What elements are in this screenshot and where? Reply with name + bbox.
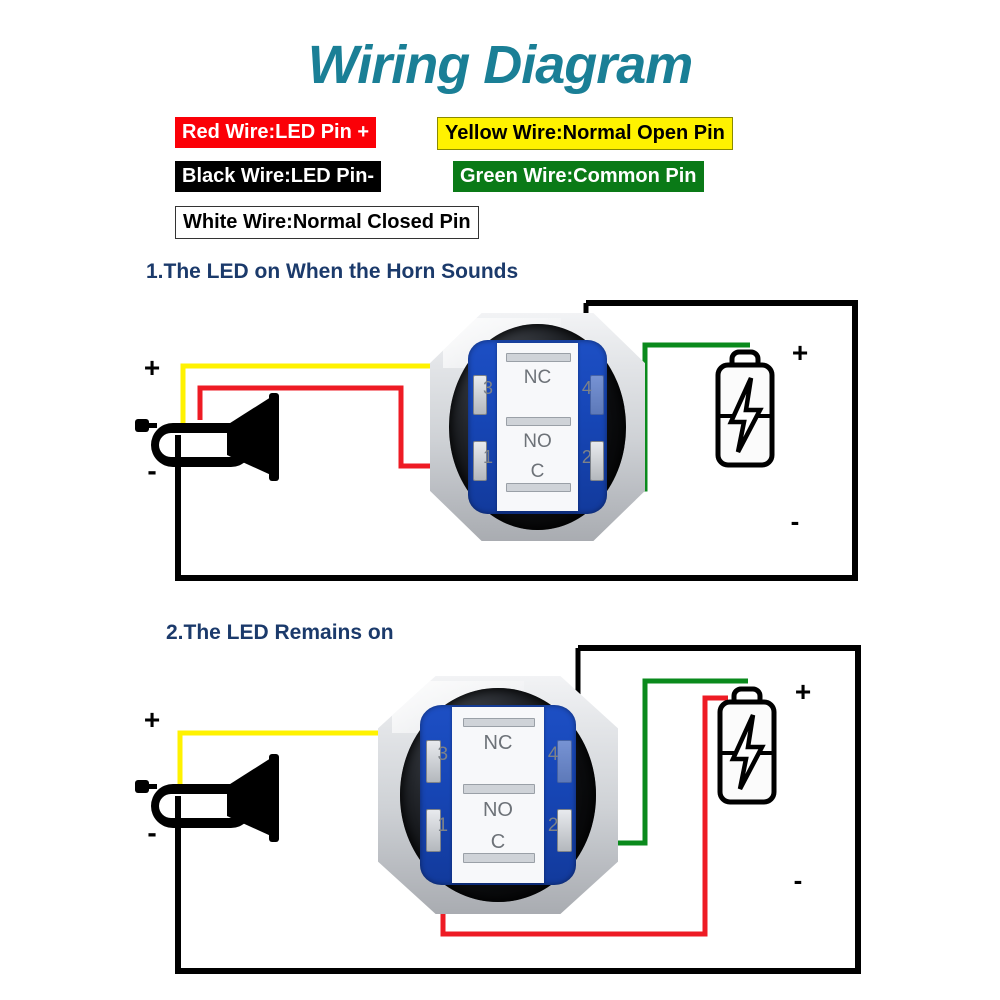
switch2-pin-number-1: 1 — [437, 815, 449, 837]
switch-label-plate-2: NC NO C — [452, 706, 544, 884]
switch2-pin-number-3: 3 — [437, 744, 449, 766]
switch-text-nc-1: NC — [523, 366, 552, 388]
horn-icon — [135, 393, 279, 481]
switch-side-terminal-2 — [590, 440, 604, 482]
switch2-pin-number-2: 2 — [547, 815, 559, 837]
switch-slot-c-2 — [463, 853, 535, 864]
horn-minus-label-2: - — [147, 817, 156, 848]
legend-chip-red-wire: Red Wire:LED Pin + — [175, 117, 377, 148]
switch-pin-number-3: 3 — [483, 378, 494, 399]
push-button-switch-1: NC NO C 3 4 1 2 — [430, 313, 645, 541]
horn-minus-label-1: - — [147, 455, 156, 486]
switch-label-plate-1: NC NO C — [496, 342, 579, 512]
horn-plus-label-1: + — [144, 352, 160, 383]
switch-slot-no-2 — [463, 784, 535, 795]
wiring-diagram-2: + - + - NC NO C 3 4 1 2 — [0, 636, 1000, 986]
battery-plus-label-2: + — [795, 676, 811, 707]
switch-slot-c-1 — [506, 482, 571, 493]
wiring-diagram-1: + - + - NC NO C 3 4 1 — [0, 280, 1000, 600]
switch-text-c-1: C — [530, 461, 545, 483]
switch-pin-number-1: 1 — [483, 446, 494, 467]
battery-minus-label-2: - — [794, 865, 803, 895]
switch2-text-c: C — [490, 830, 506, 853]
switch2-text-nc: NC — [483, 732, 513, 755]
switch2-side-terminal-4 — [556, 740, 572, 783]
switch-slot-nc-1 — [506, 352, 571, 363]
switch-text-no-1: NO — [523, 431, 552, 453]
battery-icon-1 — [715, 349, 775, 468]
switch2-side-terminal-3 — [426, 740, 442, 783]
switch2-pin-number-4: 4 — [547, 744, 559, 766]
switch-slot-no-1 — [506, 416, 571, 427]
red-wire-led-plus-1 — [197, 385, 489, 489]
page-title: Wiring Diagram — [307, 35, 694, 95]
legend-chip-yellow-wire: Yellow Wire:Normal Open Pin — [437, 117, 733, 150]
switch-pin-number-2: 2 — [581, 446, 592, 467]
legend-chip-black-wire: Black Wire:LED Pin- — [175, 161, 382, 192]
switch-slot-nc-2 — [463, 717, 535, 728]
section-heading-1: 1.The LED on When the Horn Sounds — [146, 260, 519, 283]
push-button-switch-2: NC NO C 3 4 1 2 — [378, 676, 618, 914]
legend-chip-white-wire: White Wire:Normal Closed Pin — [175, 206, 479, 239]
black-ground-loop-2 — [175, 645, 861, 974]
section-heading-2: 2.The LED Remains on — [166, 621, 394, 644]
legend-chip-green-wire: Green Wire:Common Pin — [453, 161, 704, 192]
battery-icon-2 — [717, 686, 777, 805]
switch-pin-number-4: 4 — [581, 378, 592, 399]
battery-plus-label-1: + — [792, 337, 808, 368]
switch-side-terminal-3 — [473, 374, 487, 416]
horn-plus-label-2: + — [144, 704, 160, 735]
switch2-side-terminal-1 — [426, 809, 442, 852]
black-ground-loop-1 — [175, 300, 858, 581]
switch2-text-no: NO — [482, 799, 513, 822]
switch2-side-terminal-2 — [556, 809, 572, 852]
switch-side-terminal-1 — [473, 440, 487, 482]
horn-icon-2 — [135, 754, 279, 842]
battery-minus-label-1: - — [791, 506, 800, 536]
switch-side-terminal-4 — [590, 374, 604, 416]
